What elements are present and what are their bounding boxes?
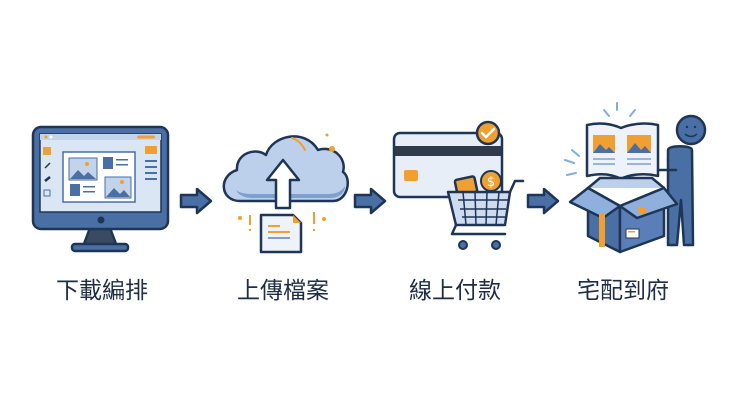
step-label-download-layout: 下載編排	[56, 278, 148, 304]
cloud-upload-icon	[222, 133, 349, 254]
step-label-upload-file: 上傳檔案	[237, 278, 329, 304]
step-label-home-delivery: 宅配到府	[577, 278, 669, 304]
dollar-icon: $	[487, 175, 495, 190]
arrow-right-icon	[526, 187, 560, 215]
monitor-layout-icon	[31, 125, 170, 253]
step-label-online-payment: 線上付款	[409, 278, 501, 304]
arrow-right-icon	[353, 187, 387, 215]
arrow-right-icon	[179, 187, 213, 215]
card-cart-payment-icon: $	[392, 120, 525, 250]
box-delivery-person-icon	[564, 102, 707, 254]
